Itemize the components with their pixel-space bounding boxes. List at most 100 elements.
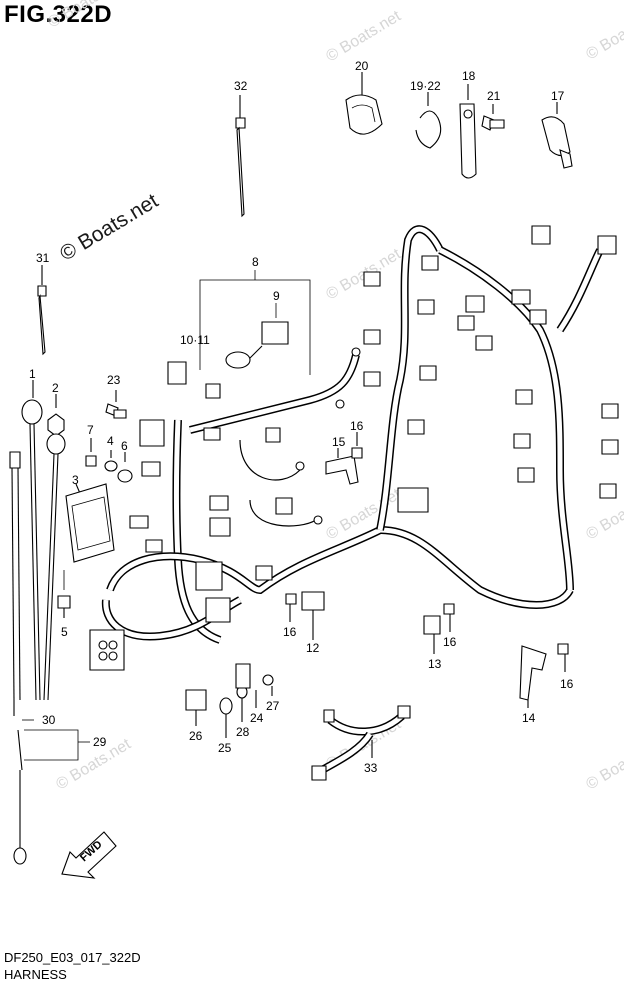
connector (599, 483, 617, 499)
part-24-bracket[interactable] (235, 663, 257, 708)
part-17-clamp[interactable] (541, 102, 573, 169)
figure-name: HARNESS (4, 967, 67, 982)
part-20-clamp[interactable] (345, 72, 383, 135)
connector (363, 271, 381, 287)
part-4-grommet[interactable] (104, 450, 118, 472)
part-27-nut[interactable] (262, 674, 274, 696)
part-12-bracket[interactable] (301, 591, 325, 640)
connector (275, 497, 293, 515)
watermark-tile: © Boats.net (583, 735, 624, 793)
callout-27[interactable]: 27 (266, 699, 280, 713)
callout-6[interactable]: 6 (121, 439, 128, 453)
connector (141, 461, 161, 477)
part-16-bolt[interactable] (285, 593, 297, 622)
callout-5[interactable]: 5 (61, 625, 68, 639)
connector (529, 309, 547, 325)
callout-7[interactable]: 7 (87, 423, 94, 437)
part-23-bolt[interactable] (105, 390, 127, 419)
connector (205, 383, 221, 399)
part-16-bolt[interactable] (557, 643, 569, 672)
figure-code: DF250_E03_017_322D (4, 950, 141, 965)
callout-21[interactable]: 21 (487, 89, 501, 103)
callout-10-11[interactable]: 10·11 (180, 333, 210, 347)
connector (407, 419, 425, 435)
connector (129, 515, 149, 529)
callout-16[interactable]: 16 (560, 677, 574, 691)
callout-24[interactable]: 24 (250, 711, 264, 725)
callout-17[interactable]: 17 (551, 89, 565, 103)
connector (515, 389, 533, 405)
callout-group-29 (22, 719, 90, 761)
connector (417, 299, 435, 315)
connector (457, 315, 475, 331)
callout-32[interactable]: 32 (234, 79, 248, 93)
callout-20[interactable]: 20 (355, 59, 369, 73)
connector (419, 365, 437, 381)
part-8-main-harness[interactable] (101, 225, 604, 644)
callout-23[interactable]: 23 (107, 373, 121, 387)
callout-12[interactable]: 12 (306, 641, 320, 655)
callout-16[interactable]: 16 (350, 419, 364, 433)
part-5-grommet[interactable] (57, 570, 71, 618)
connector (397, 487, 429, 513)
part-26-cap[interactable] (185, 689, 207, 726)
connector (421, 255, 439, 271)
callout-16[interactable]: 16 (443, 635, 457, 649)
callout-19-22[interactable]: 19·22 (410, 79, 441, 93)
figure-title: FIG.322D (4, 1, 113, 28)
callout-3[interactable]: 3 (72, 473, 79, 487)
callout-33[interactable]: 33 (364, 761, 378, 775)
callout-group-8 (199, 270, 311, 375)
part-6-grommet[interactable] (117, 452, 133, 483)
fwd-arrow-icon: FWD (61, 831, 117, 879)
watermark-tile: © Boats.net (45, 0, 126, 31)
connector (255, 565, 273, 581)
callout-18[interactable]: 18 (462, 69, 476, 83)
connector (167, 361, 187, 385)
part-2-nut[interactable] (43, 394, 66, 701)
callout-1[interactable]: 1 (29, 367, 36, 381)
harness-connectors (89, 225, 619, 671)
part-18-strap[interactable] (459, 84, 477, 179)
callout-31[interactable]: 31 (36, 251, 50, 265)
connector (209, 495, 229, 511)
callout-28[interactable]: 28 (236, 725, 250, 739)
callout-2[interactable]: 2 (52, 381, 59, 395)
callout-14[interactable]: 14 (522, 711, 536, 725)
connector (145, 539, 163, 553)
watermark-tiles: © Boats.net © Boats.net © Boats.net © Bo… (45, 0, 624, 793)
part-31-cable-tie[interactable] (37, 265, 47, 356)
part-3-plate[interactable] (65, 483, 115, 563)
connector (597, 235, 617, 255)
callout-25[interactable]: 25 (218, 741, 232, 755)
part-1-cable[interactable] (21, 380, 43, 701)
part-14-bracket[interactable] (519, 645, 547, 708)
part-19-22-clip[interactable] (415, 92, 442, 149)
part-16-bolt[interactable] (443, 603, 455, 632)
callout-29[interactable]: 29 (93, 735, 107, 749)
part-33-sub-harness[interactable] (311, 705, 411, 781)
part-21-bolt[interactable] (481, 104, 505, 131)
part-30-cables[interactable] (9, 451, 27, 865)
part-7-bolt[interactable] (85, 438, 97, 467)
part-16-bolt[interactable] (351, 432, 363, 459)
callout-16[interactable]: 16 (283, 625, 297, 639)
connector (601, 439, 619, 455)
callout-15[interactable]: 15 (332, 435, 346, 449)
callout-30[interactable]: 30 (42, 713, 56, 727)
callout-labels: 32 20 19·22 18 21 17 31 8 9 10·11 1 2 23… (29, 59, 574, 775)
callout-9[interactable]: 9 (273, 289, 280, 303)
part-32-cable-tie[interactable] (235, 95, 246, 218)
connector (513, 433, 531, 449)
connector (139, 419, 165, 447)
callout-4[interactable]: 4 (107, 434, 114, 448)
part-13-bracket[interactable] (423, 615, 441, 654)
callout-26[interactable]: 26 (189, 729, 203, 743)
part-9-relay[interactable] (225, 303, 289, 369)
callout-13[interactable]: 13 (428, 657, 442, 671)
connector (475, 335, 493, 351)
part-25-sleeve[interactable] (219, 697, 233, 738)
callout-8[interactable]: 8 (252, 255, 259, 269)
part-28-sleeve[interactable] (236, 685, 248, 722)
